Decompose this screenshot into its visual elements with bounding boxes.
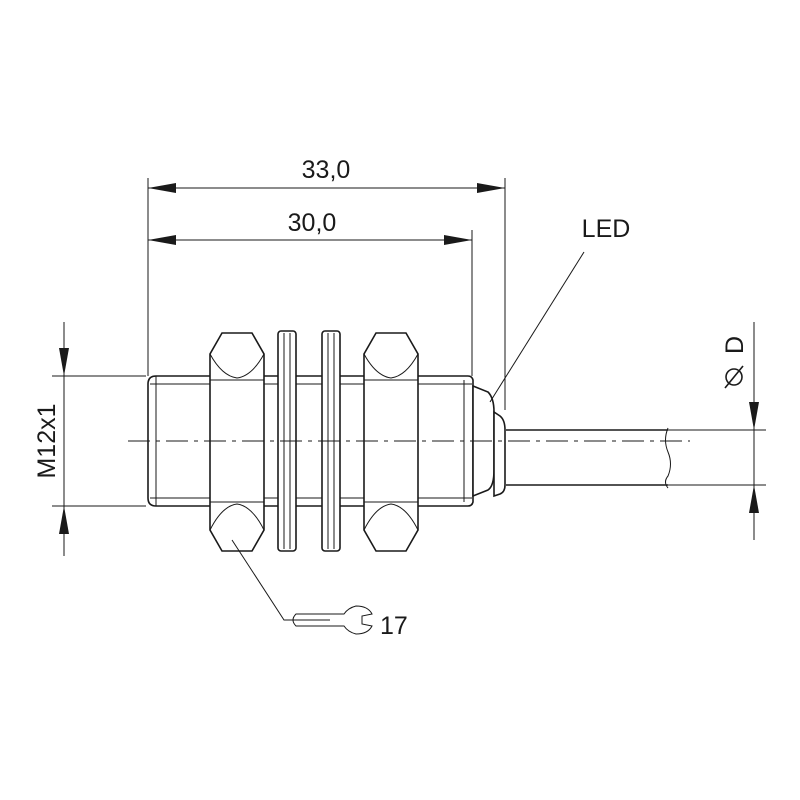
open-end-wrench-icon <box>292 605 373 635</box>
hex-nut-rear <box>363 332 419 552</box>
wrench-callout: 17 <box>231 539 408 640</box>
thread-label: M12x1 <box>33 403 61 478</box>
body-length-label: 30,0 <box>288 209 337 237</box>
dimension-overall-length: 33,0 <box>148 156 505 193</box>
diameter-symbol-icon <box>724 365 744 389</box>
dimension-body-length: 30,0 <box>148 209 472 245</box>
led-label: LED <box>582 215 631 243</box>
dimension-thread: M12x1 <box>33 322 69 556</box>
led-callout: LED <box>489 215 631 403</box>
wrench-size-label: 17 <box>380 612 408 640</box>
dimension-cable-diameter: D <box>721 322 759 540</box>
hex-nut-front <box>209 332 265 552</box>
rear-cap <box>472 384 506 498</box>
overall-length-label: 33,0 <box>302 156 351 184</box>
cable-diameter-label: D <box>721 336 749 354</box>
cable <box>506 427 671 489</box>
